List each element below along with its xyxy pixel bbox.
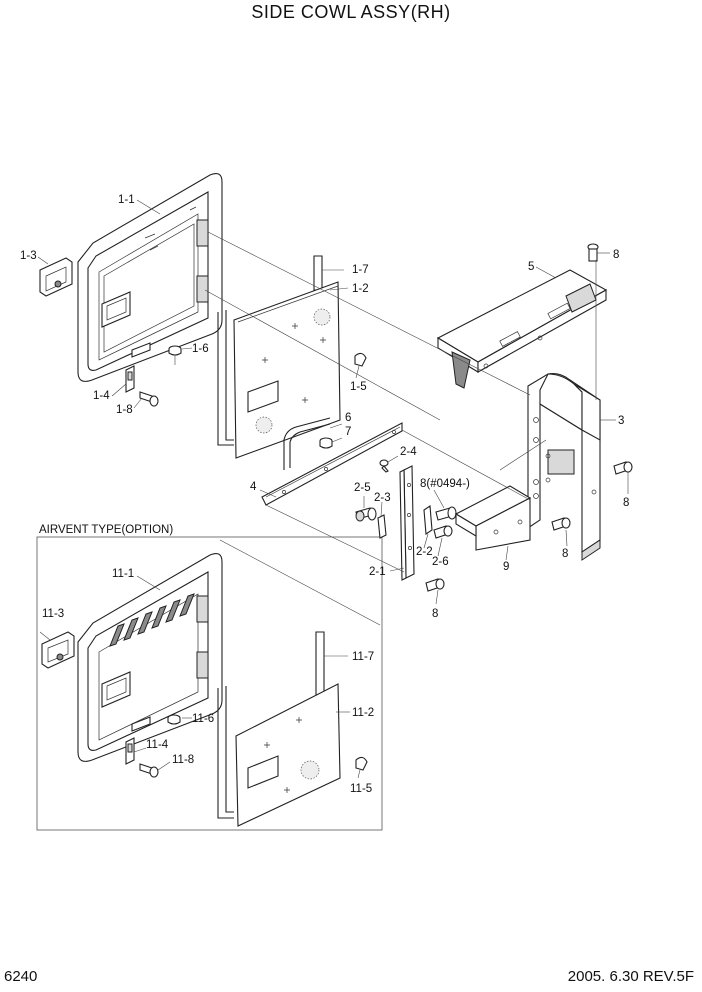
callout-1-4: 1-4 xyxy=(93,390,110,402)
callout-3: 3 xyxy=(618,415,624,427)
bracket-column-3 xyxy=(527,373,601,561)
bar-4 xyxy=(261,422,403,506)
clip-2-3 xyxy=(377,514,387,539)
bolt-1-8 xyxy=(139,391,159,407)
callout-leaders xyxy=(37,199,629,605)
option-frame xyxy=(36,536,383,831)
bracket-9 xyxy=(454,485,532,551)
door-frame-1-1 xyxy=(77,173,223,382)
callout-1-7: 1-7 xyxy=(352,264,369,276)
bolt-11-8 xyxy=(139,763,159,778)
page-title: SIDE COWL ASSY(RH) xyxy=(251,2,451,22)
callout-5: 5 xyxy=(528,261,534,273)
callout-1-3: 1-3 xyxy=(20,250,37,262)
bolt-8-top xyxy=(587,243,599,262)
bolt-8-bottom xyxy=(425,578,445,592)
grommet-1-6 xyxy=(168,345,182,356)
callout-8-lowright: 8 xyxy=(562,548,568,560)
bracket-1-4 xyxy=(125,365,135,393)
callout-7: 7 xyxy=(345,426,351,438)
callout-6: 6 xyxy=(345,412,351,424)
cap-11-5 xyxy=(355,756,368,771)
bracket-11-4 xyxy=(125,737,135,765)
callout-2-5: 2-5 xyxy=(354,482,371,494)
callout-1-5: 1-5 xyxy=(350,381,367,393)
callout-8-right: 8 xyxy=(623,497,629,509)
bolt-8-lowright xyxy=(551,517,571,531)
callout-11-2: 11-2 xyxy=(352,707,374,719)
option-callout-leaders xyxy=(39,575,361,779)
panel-11-2 xyxy=(235,683,341,827)
bolt-8-right xyxy=(613,461,633,475)
callout-1-6: 1-6 xyxy=(192,343,209,355)
door-frame-11-1 xyxy=(77,553,223,762)
airvent-louvers xyxy=(109,593,195,647)
assembly-guide-lines xyxy=(174,231,597,626)
revision-info: 2005. 6.30 REV.5F xyxy=(567,968,694,985)
callout-1-2: 1-2 xyxy=(352,283,369,295)
grommet-11-6 xyxy=(167,714,181,725)
callout-1-1: 1-1 xyxy=(118,194,135,206)
cap-1-5 xyxy=(354,352,367,367)
callout-2-1: 2-1 xyxy=(369,566,386,578)
callout-11-4: 11-4 xyxy=(146,739,169,751)
latch-11-3 xyxy=(41,631,75,669)
callout-11-8: 11-8 xyxy=(172,754,194,766)
option-frame-label: AIRVENT TYPE(OPTION) xyxy=(39,524,173,536)
bracket-5 xyxy=(436,269,608,389)
callout-11-1: 11-1 xyxy=(112,568,134,580)
bolt-2-6 xyxy=(433,525,453,539)
plate-2-2 xyxy=(423,505,433,535)
callout-11-3: 11-3 xyxy=(42,608,64,620)
callout-9: 9 xyxy=(503,561,509,573)
callout-4: 4 xyxy=(250,481,257,493)
callout-2-2: 2-2 xyxy=(416,546,433,558)
callout-labels: 1-1 1-3 1-7 1-2 1-6 1-5 1-4 1-8 5 8 3 6 … xyxy=(20,194,629,795)
callout-11-7: 11-7 xyxy=(352,651,374,663)
callout-1-8: 1-8 xyxy=(116,404,133,416)
panel-1-2 xyxy=(233,281,341,459)
bolt-8-serial xyxy=(435,506,457,521)
latch-1-3 xyxy=(39,257,73,297)
page-number: 6240 xyxy=(4,968,38,985)
screw-2-4 xyxy=(379,459,389,473)
callout-2-3: 2-3 xyxy=(374,492,391,504)
callout-8-serial: 8(#0494-) xyxy=(420,478,470,490)
grommet-7 xyxy=(319,437,333,449)
callout-8-top: 8 xyxy=(613,249,619,261)
handle-6 xyxy=(283,417,331,470)
callout-2-4: 2-4 xyxy=(400,446,417,458)
callout-11-5: 11-5 xyxy=(350,783,372,795)
callout-8-bottom: 8 xyxy=(432,608,438,620)
bar-2-1 xyxy=(399,465,415,581)
bolt-2-5 xyxy=(355,507,377,522)
callout-11-6: 11-6 xyxy=(192,713,214,725)
callout-2-6: 2-6 xyxy=(432,556,449,568)
